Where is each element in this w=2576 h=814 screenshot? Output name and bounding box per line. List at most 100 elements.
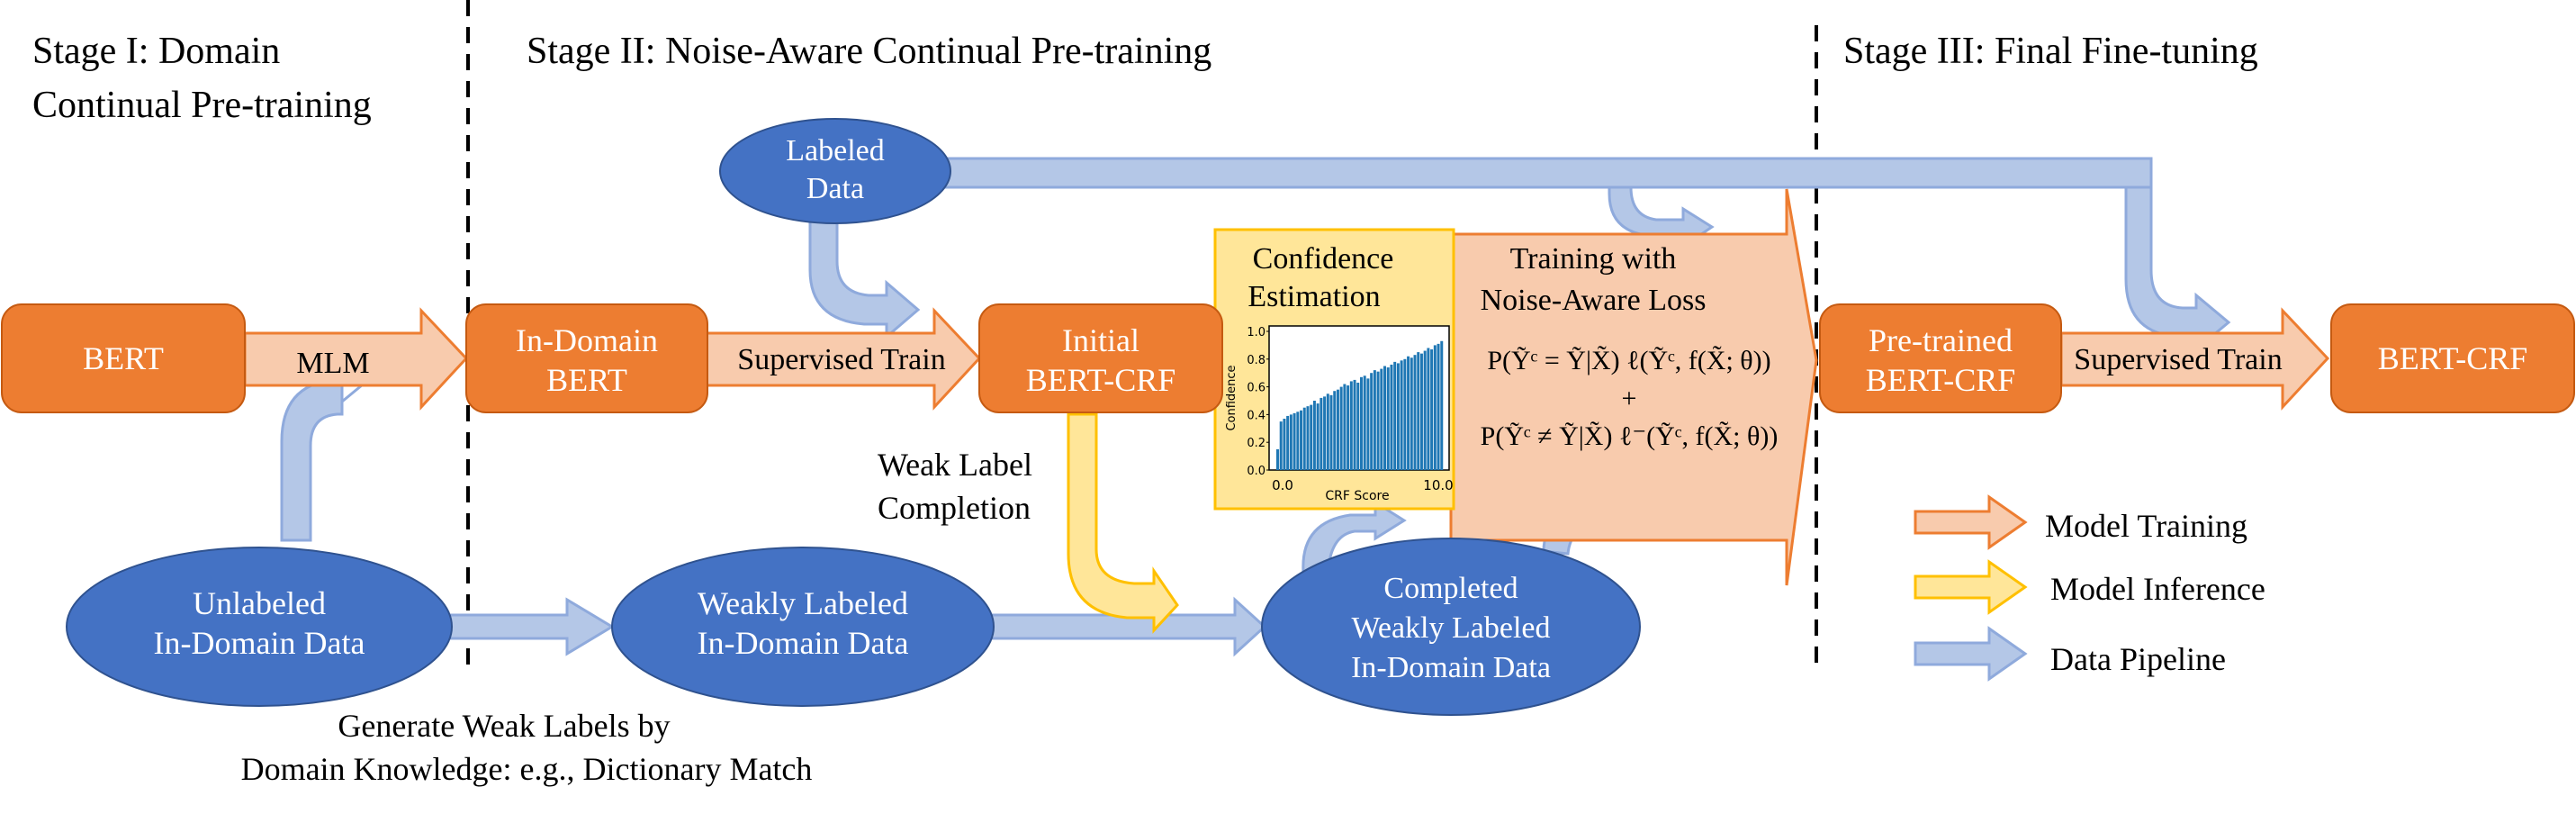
initial-bert-crf-node bbox=[978, 303, 1223, 413]
chart-bar bbox=[1403, 358, 1407, 470]
chart-bar bbox=[1296, 412, 1300, 470]
unlabeled-data-label-2: In-Domain Data bbox=[154, 625, 365, 661]
training-with-label: Training with bbox=[1510, 242, 1677, 276]
weakly-labeled-label-1: Weakly Labeled bbox=[698, 585, 908, 621]
chart-bars bbox=[1276, 340, 1444, 470]
in-domain-bert-label-2: BERT bbox=[546, 362, 627, 398]
chart-bar bbox=[1276, 448, 1279, 470]
chart-bar bbox=[1370, 373, 1374, 470]
chart-y-label: Confidence bbox=[1225, 365, 1238, 430]
weakly-labeled-data-node bbox=[611, 547, 995, 707]
chart-bar bbox=[1376, 371, 1380, 470]
chart-bar bbox=[1419, 353, 1423, 470]
chart-bar bbox=[1343, 384, 1347, 470]
chart-bar bbox=[1289, 414, 1293, 470]
chart-bar bbox=[1400, 360, 1403, 470]
chart-bar bbox=[1366, 378, 1370, 470]
chart-bar bbox=[1356, 382, 1360, 470]
chart-bar bbox=[1373, 370, 1376, 470]
chart-bar bbox=[1339, 386, 1343, 470]
legend-training-label: Model Training bbox=[2045, 508, 2247, 544]
legend-pipeline-label: Data Pipeline bbox=[2050, 641, 2226, 677]
chart-bar bbox=[1310, 404, 1313, 470]
pretrained-bert-crf-label-2: BERT-CRF bbox=[1866, 362, 2016, 398]
chart-bar bbox=[1386, 367, 1390, 470]
unlabeled-data-label-1: Unlabeled bbox=[193, 585, 326, 621]
chart-bar bbox=[1326, 393, 1329, 470]
chart-bar bbox=[1417, 352, 1420, 470]
completed-label-2: Weakly Labeled bbox=[1352, 611, 1551, 645]
initial-bert-crf-label-2: BERT-CRF bbox=[1026, 362, 1176, 398]
pretrained-bert-crf-label-1: Pre-trained bbox=[1869, 322, 2013, 358]
chart-x-tick-1: 10.0 bbox=[1423, 477, 1453, 493]
generate-weak-labels-line1: Generate Weak Labels by bbox=[338, 708, 670, 744]
generate-weak-labels-line2: Domain Knowledge: e.g., Dictionary Match bbox=[241, 751, 813, 787]
chart-bar bbox=[1360, 376, 1363, 470]
confidence-chart: 0.00.20.40.60.81.0 0.0 10.0 CRF Score Co… bbox=[1225, 325, 1454, 503]
chart-bar bbox=[1302, 407, 1306, 470]
supervised-train-label-1: Supervised Train bbox=[737, 343, 945, 376]
chart-bar bbox=[1323, 396, 1327, 470]
labeled-data-label-1: Labeled bbox=[786, 134, 885, 167]
weak-label-completion-arrow bbox=[1067, 412, 1179, 634]
weakly-labeled-label-2: In-Domain Data bbox=[698, 625, 909, 661]
in-domain-bert-label-1: In-Domain bbox=[516, 322, 658, 358]
completed-label-1: Completed bbox=[1383, 572, 1518, 605]
supervised-train-arrow-1 bbox=[705, 307, 982, 411]
chart-y-tick-label: 0.0 bbox=[1247, 465, 1265, 478]
chart-bar bbox=[1333, 391, 1337, 470]
loss-formula-line2: P(Ỹᶜ ≠ Ỹ|X̃) ℓ⁻(Ỹᶜ, f(X̃; θ)) bbox=[1481, 421, 1779, 451]
confidence-label: Confidence bbox=[1253, 242, 1394, 276]
chart-bar bbox=[1347, 385, 1350, 470]
legend: Model Training Model Inference Data Pipe… bbox=[1914, 494, 2265, 682]
weakly-to-completed-arrow bbox=[988, 596, 1267, 657]
chart-y-tick-label: 0.8 bbox=[1247, 354, 1265, 367]
chart-bar bbox=[1433, 345, 1437, 470]
chart-bar bbox=[1407, 356, 1410, 470]
chart-y-tick-label: 0.4 bbox=[1247, 409, 1265, 422]
chart-bar bbox=[1293, 412, 1296, 470]
weak-label-completion-label-2: Completion bbox=[878, 490, 1031, 526]
weak-label-completion-label-1: Weak Label bbox=[878, 447, 1032, 483]
chart-y-tick-label: 0.2 bbox=[1247, 437, 1265, 450]
chart-bar bbox=[1353, 379, 1356, 470]
chart-bar bbox=[1320, 397, 1323, 470]
chart-y-tick-label: 0.6 bbox=[1247, 382, 1265, 395]
unlabeled-to-mlm-arrow bbox=[280, 375, 374, 542]
unlabeled-to-weakly-arrow bbox=[448, 597, 615, 656]
stage-3-title: Stage III: Final Fine-tuning bbox=[1843, 31, 2258, 72]
noise-aware-training-arrow bbox=[1449, 188, 1818, 586]
chart-bar bbox=[1393, 361, 1397, 470]
mlm-arrow bbox=[243, 307, 469, 411]
labeled-data-to-supervised-arrow bbox=[808, 204, 921, 340]
legend-inference-label: Model Inference bbox=[2050, 571, 2265, 607]
estimation-label: Estimation bbox=[1247, 280, 1380, 313]
labeled-data-top-arrow bbox=[943, 157, 2153, 189]
legend-pipeline-arrow bbox=[1914, 626, 2028, 682]
bert-node bbox=[1, 303, 246, 413]
initial-bert-crf-label-1: Initial bbox=[1062, 322, 1139, 358]
unlabeled-data-node bbox=[66, 547, 453, 707]
chart-bar bbox=[1336, 389, 1339, 470]
chart-bar bbox=[1279, 421, 1283, 470]
chart-bar bbox=[1300, 410, 1303, 470]
labeled-data-node bbox=[719, 118, 951, 224]
in-domain-bert-node bbox=[465, 303, 708, 413]
chart-bar bbox=[1427, 348, 1430, 470]
chart-bar bbox=[1390, 364, 1393, 470]
supervised-train-label-2: Supervised Train bbox=[2074, 343, 2282, 376]
chart-bar bbox=[1430, 349, 1434, 470]
legend-inference-arrow bbox=[1914, 559, 2028, 615]
final-bert-crf-node bbox=[2330, 303, 2575, 413]
final-bert-crf-label: BERT-CRF bbox=[2378, 340, 2528, 376]
loss-formula-line1: P(Ỹᶜ = Ỹ|X̃) ℓ(Ỹᶜ, f(X̃; θ)) bbox=[1487, 346, 1770, 375]
chart-bar bbox=[1283, 419, 1286, 470]
chart-bar bbox=[1383, 366, 1387, 470]
chart-bar bbox=[1363, 375, 1366, 470]
stage-1-title-line2: Continual Pre-training bbox=[32, 85, 372, 126]
labeled-data-to-stage3-arrow bbox=[2124, 185, 2231, 353]
pretrained-bert-crf-node bbox=[1819, 303, 2062, 413]
chart-bar bbox=[1349, 381, 1353, 470]
completed-label-3: In-Domain Data bbox=[1351, 651, 1551, 684]
stage-1-title: Stage I: Domain bbox=[32, 31, 280, 72]
